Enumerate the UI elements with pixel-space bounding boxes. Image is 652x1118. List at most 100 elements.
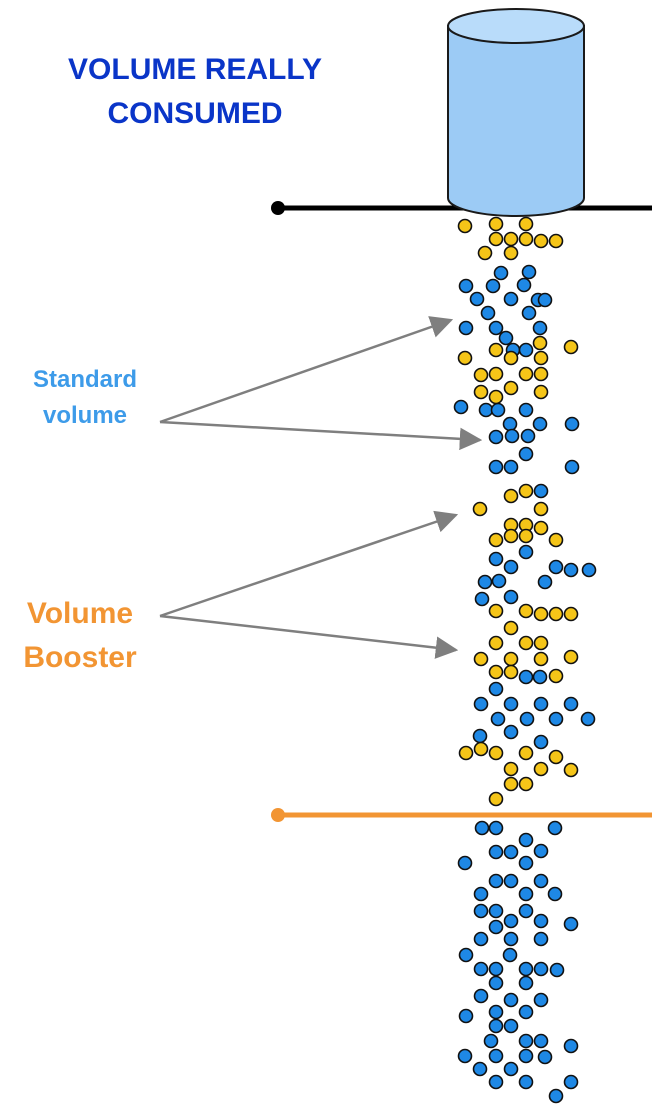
volume-booster-particle	[518, 483, 534, 499]
standard-volume-particle	[533, 734, 549, 750]
standard-volume-particle	[458, 278, 474, 294]
cylinder-body	[447, 25, 585, 217]
standard-volume-particle	[488, 1018, 504, 1034]
standard-volume-particle	[483, 1033, 499, 1049]
standard-volume-particle	[472, 728, 488, 744]
volume-booster-particle	[563, 339, 579, 355]
standard-volume-particle	[547, 820, 563, 836]
volume-booster-particle	[548, 668, 564, 684]
standard-volume-particle	[488, 903, 504, 919]
standard-volume-particle	[549, 962, 565, 978]
standard-volume-particle	[563, 562, 579, 578]
volume-booster-particle	[488, 216, 504, 232]
standard-volume-particle	[503, 873, 519, 889]
standard-volume-particle	[533, 931, 549, 947]
volume-booster-particle	[503, 651, 519, 667]
booster-arrow-lower	[159, 614, 459, 659]
standard-volume-particle	[473, 988, 489, 1004]
volume-booster-particle	[518, 745, 534, 761]
standard-volume-particle	[503, 1018, 519, 1034]
standard-volume-particle	[488, 681, 504, 697]
volume-booster-particle	[472, 501, 488, 517]
volume-booster-particle	[488, 603, 504, 619]
volume-booster-particle	[488, 342, 504, 358]
volume-booster-particle	[488, 231, 504, 247]
standard-volume-particle	[473, 886, 489, 902]
standard-arrow-upper	[159, 316, 454, 424]
volume-booster-particle	[488, 791, 504, 807]
standard-volume-particle	[498, 330, 514, 346]
volume-booster-particle	[518, 366, 534, 382]
volume-booster-particle	[457, 218, 473, 234]
volume-booster-particle	[533, 384, 549, 400]
title-line-1: VOLUME REALLY	[68, 53, 322, 86]
standard-volume-particle	[503, 992, 519, 1008]
volume-booster-particle	[533, 606, 549, 622]
volume-booster-particle	[473, 367, 489, 383]
volume-booster-particle	[488, 635, 504, 651]
standard-volume-particle	[532, 416, 548, 432]
arrows	[159, 316, 483, 659]
standard-volume-particle	[518, 1048, 534, 1064]
standard-volume-particle	[488, 551, 504, 567]
volume-booster-particle	[503, 776, 519, 792]
standard-volume-particle	[488, 429, 504, 445]
standard-volume-particle	[533, 913, 549, 929]
volume-booster-particle	[518, 635, 534, 651]
volume-booster-particle	[488, 389, 504, 405]
volume-booster-particle	[503, 380, 519, 396]
standard-volume-particle	[503, 913, 519, 929]
volume-booster-particle	[533, 520, 549, 536]
standard-volume-particle	[547, 886, 563, 902]
standard-volume-particle	[504, 428, 520, 444]
standard-volume-particle	[458, 320, 474, 336]
volume-booster-particle	[503, 350, 519, 366]
standard-volume-particle	[503, 724, 519, 740]
standard-volume-particle	[491, 573, 507, 589]
volume-booster-particle	[533, 635, 549, 651]
standard-volume-particle	[488, 1004, 504, 1020]
volume-booster-particle	[518, 216, 534, 232]
standard-volume-particle	[503, 931, 519, 947]
standard-volume-particle	[477, 574, 493, 590]
volume-booster-particle	[473, 651, 489, 667]
volume-booster-particle	[548, 532, 564, 548]
standard-volume-particle	[537, 574, 553, 590]
standard-volume-particle	[537, 1049, 553, 1065]
standard-volume-particle	[563, 1038, 579, 1054]
standard-volume-particle	[490, 711, 506, 727]
volume-booster-particle	[518, 776, 534, 792]
standard-volume-particle	[485, 278, 501, 294]
standard-volume-label-line-1: Standard	[32, 366, 137, 393]
standard-volume-particle	[488, 320, 504, 336]
consumption-threshold-endpoint	[271, 201, 285, 215]
volume-booster-particle	[532, 335, 548, 351]
standard-volume-particle	[518, 855, 534, 871]
volume-booster-particle	[503, 664, 519, 680]
standard-arrow-lower	[159, 420, 483, 451]
standard-volume-particle	[563, 696, 579, 712]
volume-booster-particle	[563, 762, 579, 778]
standard-volume-particle	[533, 696, 549, 712]
volume-booster-particle	[518, 528, 534, 544]
volume-booster-particle	[503, 488, 519, 504]
standard-volume-particle	[563, 1074, 579, 1090]
volume-booster-particle	[503, 620, 519, 636]
standard-volume-particle	[473, 696, 489, 712]
standard-volume-particle	[502, 947, 518, 963]
title-line-2: CONSUMED	[107, 96, 283, 130]
standard-volume-particle	[503, 589, 519, 605]
volume-booster-particle	[503, 245, 519, 261]
standard-volume-particle	[533, 961, 549, 977]
standard-volume-particle	[520, 428, 536, 444]
standard-volume-particle	[518, 342, 534, 358]
standard-volume-particle	[469, 291, 485, 307]
standard-volume-particle	[518, 886, 534, 902]
standard-volume-particle	[473, 961, 489, 977]
standard-volume-particle	[488, 919, 504, 935]
standard-volume-particle	[521, 264, 537, 280]
standard-volume-particle	[473, 903, 489, 919]
standard-volume-particle	[564, 416, 580, 432]
standard-volume-particle	[581, 562, 597, 578]
